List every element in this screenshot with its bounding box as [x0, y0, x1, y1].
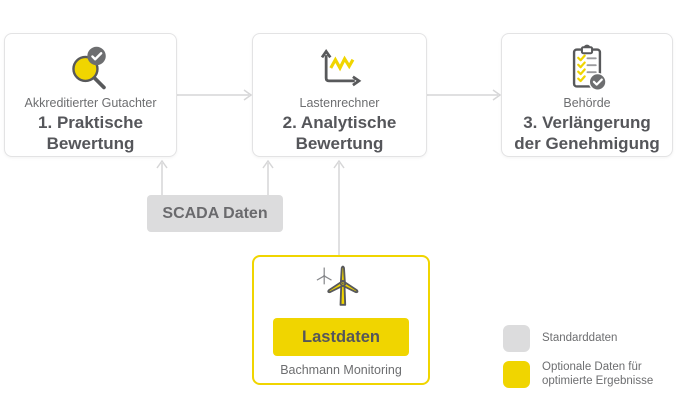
lastdaten-node: Lastdaten Bachmann Monitoring [252, 255, 430, 385]
legend-item-optional: Optionale Daten für optimierte Ergebniss… [503, 360, 667, 389]
scada-daten-label: SCADA Daten [162, 204, 268, 222]
step3-subtitle: Behörde [563, 96, 611, 110]
step2-title: 2. Analytische Bewertung [282, 113, 397, 153]
line-chart-icon [316, 42, 364, 94]
step3-title: 3. Verlängerung der Genehmigung [514, 113, 660, 153]
legend-item-standard: Standarddaten [503, 325, 667, 352]
step1-subtitle: Akkreditierter Gutachter [24, 96, 157, 110]
lastdaten-badge: Lastdaten [273, 318, 409, 356]
lastdaten-label: Lastdaten [302, 327, 380, 346]
bachmann-monitoring-caption: Bachmann Monitoring [280, 363, 402, 377]
arrow-scada-to-step1 [156, 159, 168, 195]
step2-subtitle: Lastenrechner [299, 96, 380, 110]
process-step-1: Akkreditierter Gutachter 1. Praktische B… [4, 33, 177, 157]
process-step-3: Behörde 3. Verlängerung der Genehmigung [501, 33, 673, 157]
wind-turbine-icon [310, 260, 372, 318]
gray-swatch [503, 325, 530, 352]
process-step-2: Lastenrechner 2. Analytische Bewertung [252, 33, 427, 157]
legend-label-standard: Standarddaten [542, 332, 618, 345]
clipboard-check-icon [563, 42, 611, 94]
arrow-step1-to-step2 [177, 89, 253, 101]
step1-title: 1. Praktische Bewertung [38, 113, 143, 153]
scada-daten-node: SCADA Daten [147, 195, 283, 232]
legend: Standarddaten Optionale Daten für optimi… [503, 325, 667, 389]
legend-label-optional: Optionale Daten für optimierte Ergebniss… [542, 361, 654, 388]
yellow-swatch [503, 360, 530, 388]
arrow-step2-to-step3 [427, 89, 502, 101]
magnifier-check-icon [67, 42, 115, 94]
arrow-scada-to-step2 [262, 159, 274, 195]
arrow-lastdaten-to-step2 [333, 159, 345, 255]
